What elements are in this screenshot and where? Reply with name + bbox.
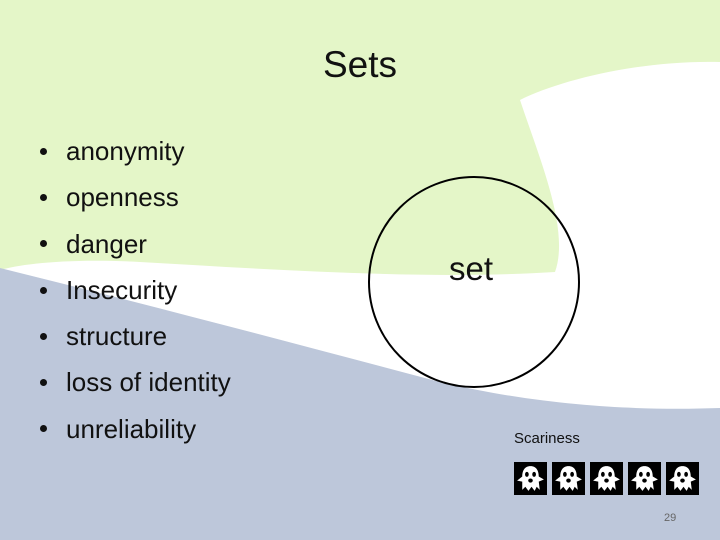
list-item: anonymity bbox=[40, 128, 231, 174]
bullet-text: loss of identity bbox=[66, 367, 231, 398]
bullet-list: anonymity openness danger Insecurity str… bbox=[40, 128, 231, 452]
ghost-icon bbox=[552, 462, 585, 495]
page-number: 29 bbox=[664, 512, 677, 524]
bullet-text: structure bbox=[66, 321, 168, 352]
set-label: set bbox=[449, 250, 494, 287]
bullet-text: openness bbox=[66, 182, 179, 213]
bullet-text: Insecurity bbox=[66, 274, 178, 305]
bullet-icon bbox=[40, 286, 47, 294]
bullet-icon bbox=[40, 332, 47, 340]
list-item: unreliability bbox=[40, 406, 231, 452]
bullet-icon bbox=[40, 379, 47, 387]
list-item: loss of identity bbox=[40, 359, 231, 405]
bullet-icon bbox=[40, 147, 47, 155]
bullet-text: danger bbox=[66, 228, 147, 259]
ghost-icon bbox=[514, 462, 547, 495]
ghost-icon bbox=[666, 462, 699, 495]
bullet-icon bbox=[40, 240, 47, 248]
bullet-icon bbox=[40, 425, 47, 433]
list-item: Insecurity bbox=[40, 267, 231, 313]
bullet-text: unreliability bbox=[66, 413, 197, 444]
ghost-icon bbox=[628, 462, 661, 495]
slide-title: Sets bbox=[322, 44, 398, 85]
list-item: danger bbox=[40, 221, 231, 267]
bullet-icon bbox=[40, 193, 47, 201]
list-item: structure bbox=[40, 313, 231, 359]
set-circle bbox=[368, 176, 580, 388]
list-item: openness bbox=[40, 174, 231, 220]
bullet-text: anonymity bbox=[66, 136, 185, 166]
scariness-label: Scariness bbox=[514, 430, 580, 447]
scariness-rating bbox=[514, 462, 699, 495]
ghost-icon bbox=[590, 462, 623, 495]
